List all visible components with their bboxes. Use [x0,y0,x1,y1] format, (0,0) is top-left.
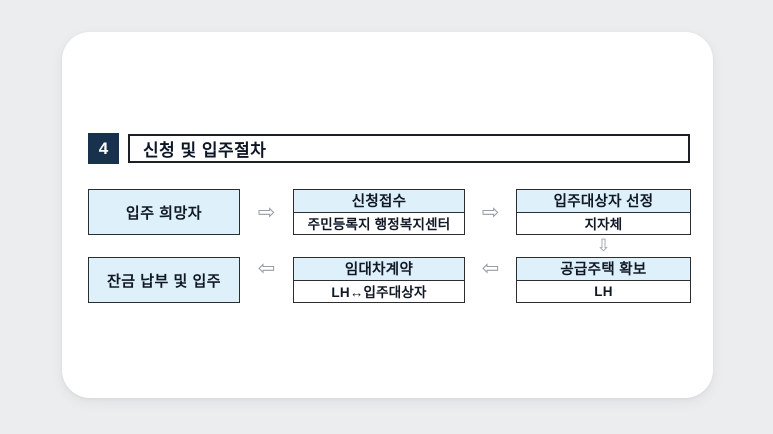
arrow-right-icon: ⇨ [481,200,500,224]
section-title: 신청 및 입주절차 [143,141,267,160]
box-lease-contract: 임대차계약 LH↔입주대상자 [293,257,465,303]
box-subtitle: 주민등록지 행정복지센터 [294,212,464,234]
box-move-in-applicant: 입주 희망자 [88,189,240,235]
box-balance-payment-move-in: 잔금 납부 및 입주 [88,257,240,303]
box-target-selection: 입주대상자 선정 지자체 [516,189,691,235]
section-title-box: 신청 및 입주절차 [128,134,690,163]
box-title: 잔금 납부 및 입주 [106,272,222,290]
section-number-badge: 4 [88,133,119,164]
box-title: 신청접수 [294,190,464,213]
box-subtitle: LH [517,280,690,302]
box-application-reception: 신청접수 주민등록지 행정복지센터 [293,189,465,235]
content-card: 4 신청 및 입주절차 입주 희망자 ⇨ 신청접수 주민등록지 행정복지센터 ⇨… [62,32,713,398]
box-title: 임대차계약 [294,258,464,281]
arrow-left-icon: ⇦ [481,257,500,280]
box-subtitle: LH↔입주대상자 [294,280,464,302]
arrow-down-icon: ⇩ [596,236,611,255]
box-subtitle: 지자체 [517,212,690,234]
arrow-left-icon: ⇦ [257,257,276,280]
box-title: 입주 희망자 [125,204,203,222]
section-number: 4 [98,138,109,158]
arrow-right-icon: ⇨ [257,200,276,224]
box-title: 공급주택 확보 [517,258,690,281]
box-housing-procurement: 공급주택 확보 LH [516,257,691,303]
box-title: 입주대상자 선정 [517,190,690,213]
